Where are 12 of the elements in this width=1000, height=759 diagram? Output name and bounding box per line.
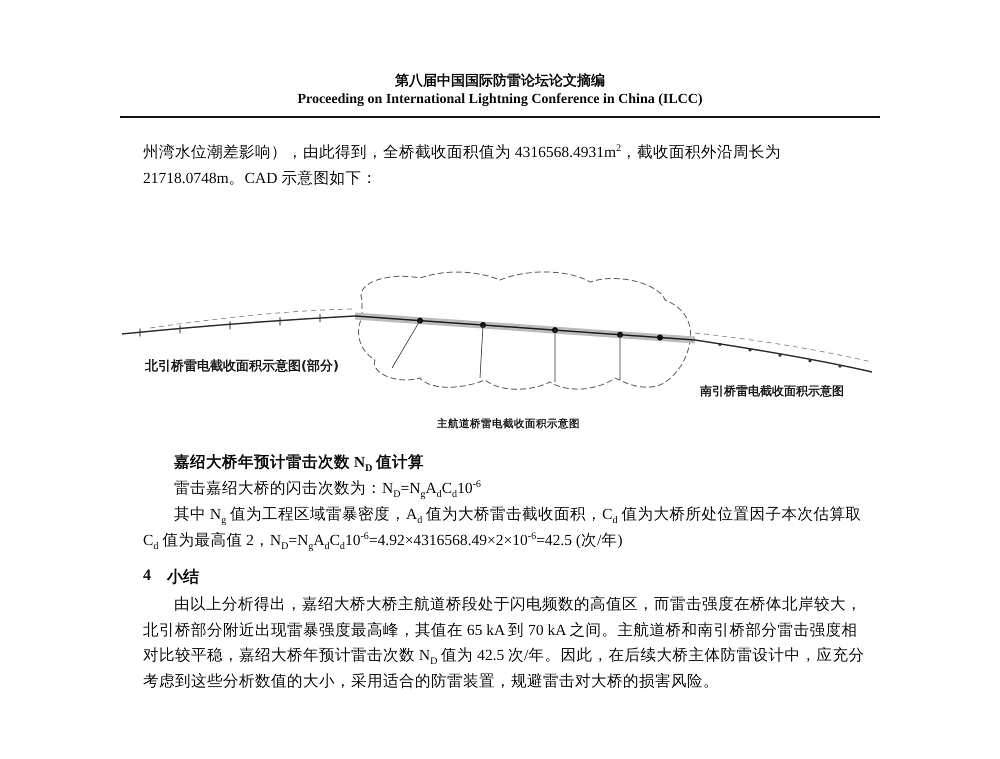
running-header: Proceeding on International Lightning Conference in China (ILCC): [297, 92, 703, 107]
subheading: 嘉绍大桥年预计雷击次数 N$_{D}$ 值计算: [173, 453, 426, 476]
paragraph: 由以上分析得出，嘉绍大桥大桥主航道桥段处于闪电频数的高值区，而雷击强度在桥体北岸较大，北引桥部分附近出现雷暴强度最高峰，其值在 65 kA 到 70 kA 之间。主航道桥和南引桥部分雷击强度相对比较平稳，嘉绍大桥年预计雷击次数 N$_{D}$ 值为 42.5 次/年。因此，在后续大桥主体防雷设计中，应充分考虑到这些分析数值的大小，采用适合的防雷装置，规避雷击对大桥的损害风险。: [143, 594, 865, 692]
figure-caption: 主航道桥雷电截收面积示意图: [437, 417, 580, 431]
figure-caption: 北引桥雷电截收面积示意图(部分): [145, 358, 339, 375]
running-header: 第八届中国国际防雷论坛论文摘编: [395, 74, 605, 89]
section-heading: 小结: [167, 568, 199, 588]
section-number: 4: [143, 567, 151, 585]
paragraph: 州湾水位潮差影响），由此得到，全桥截收面积值为 4316568.4931m$^{2}$，截收面积外沿周长为21718.0748m。CAD 示意图如下：: [143, 142, 782, 188]
paragraph: 雷击嘉绍大桥的闪击次数为：N$_{D}$=N$_{g}$A$_{d}$C$_{d}$10$^{-6}$: [173, 478, 482, 502]
figure-caption: 南引桥雷电截收面积示意图: [700, 383, 844, 400]
paragraph: 其中 N$_{g}$ 值为工程区域雷暴密度，A$_{d}$ 值为大桥雷击截收面积，C$_{d}$ 值为大桥所处位置因子本次估算取 C$_{d}$ 值为最高值 2，N$_{D}$=N$_{g}$A$_{d}$C$_{d}$10$^{-6}$=4.92×4316568.49×2×10$^{-6}$=42.5 (次/年): [143, 505, 862, 553]
